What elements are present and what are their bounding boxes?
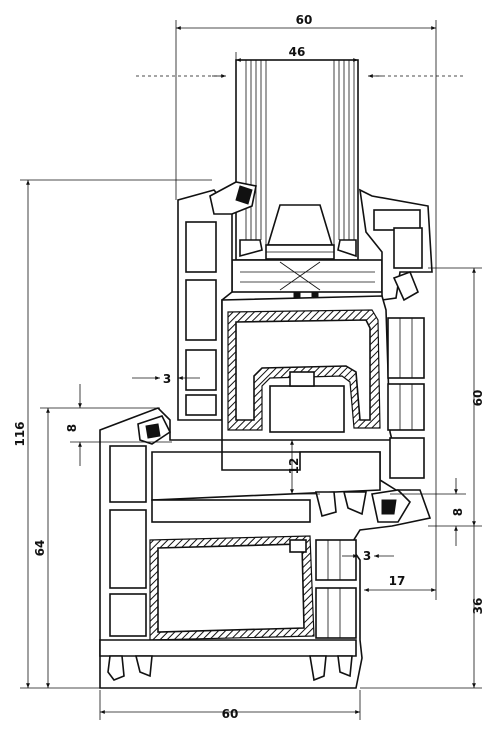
- dim-overlap-left: 8: [65, 424, 79, 432]
- dim-rebate-left: 3: [163, 372, 171, 386]
- dimension-lines: [20, 20, 482, 720]
- dim-sash-height-right: 60: [471, 390, 484, 407]
- dim-frame-depth-bottom: 60: [222, 707, 239, 721]
- dim-bottom-height-right: 36: [471, 598, 484, 615]
- dim-overlap-right: 8: [451, 508, 465, 516]
- glazing-packer: [231, 259, 383, 299]
- dim-step-right: 17: [389, 574, 406, 588]
- sash-profile: [177, 181, 433, 479]
- dim-frame-height-left: 64: [33, 540, 47, 557]
- dim-rebate-right: 3: [363, 549, 371, 563]
- frame-profile: [99, 407, 432, 689]
- dim-total-height: 116: [13, 421, 27, 446]
- dim-glazing-width: 46: [289, 45, 306, 59]
- dim-gap-center: 12: [287, 458, 301, 475]
- dimension-labels: 60 46 116 64 8 3 60 36 8 12 3 17 60: [13, 13, 484, 721]
- dim-frame-depth-top: 60: [296, 13, 313, 27]
- glazing-unit: [235, 59, 359, 261]
